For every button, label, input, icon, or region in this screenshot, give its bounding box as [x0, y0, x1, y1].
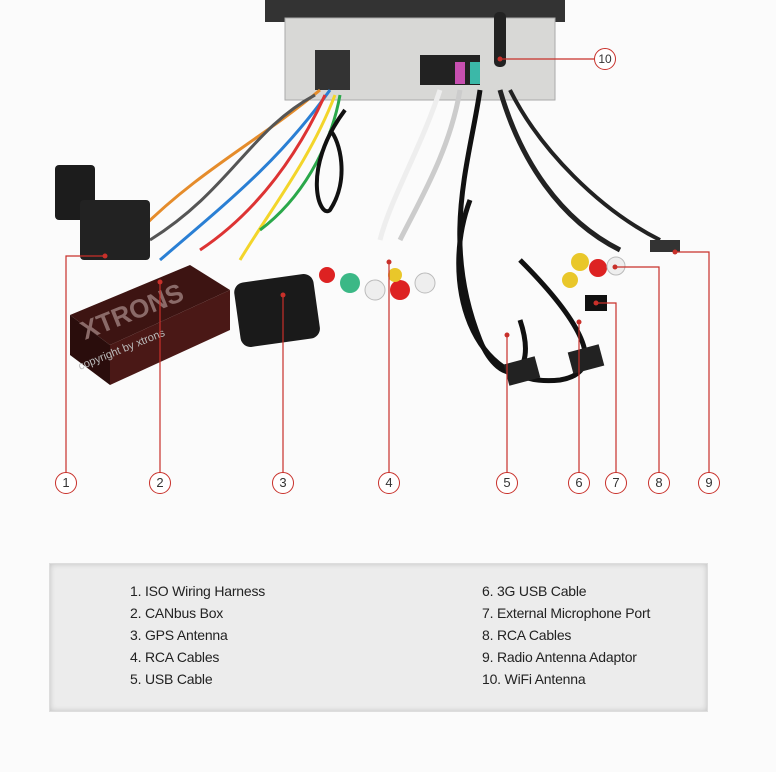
legend-box: 1. ISO Wiring Harness 2. CANbus Box 3. G… [49, 563, 708, 712]
product-photo: XTRONS copyright by xtrons [55, 0, 710, 473]
legend-item: 8. RCA Cables [482, 627, 572, 643]
legend-item: 10. WiFi Antenna [482, 671, 586, 687]
legend-left-column: 1. ISO Wiring Harness 2. CANbus Box 3. G… [130, 580, 265, 690]
callout-10: 10 [594, 48, 616, 70]
gps-antenna [234, 274, 320, 347]
legend-item: 1. ISO Wiring Harness [130, 583, 266, 599]
callout-9: 9 [698, 472, 720, 494]
callout-1: 1 [55, 472, 77, 494]
callout-3: 3 [272, 472, 294, 494]
callout-8: 8 [648, 472, 670, 494]
callout-7: 7 [605, 472, 627, 494]
legend-item: 4. RCA Cables [130, 649, 220, 665]
legend-item: 9. Radio Antenna Adaptor [482, 649, 637, 665]
usb-connectors [503, 344, 605, 386]
canbus-box: XTRONS copyright by xtrons [70, 265, 230, 385]
rca-cables-right [562, 253, 626, 288]
callout-lines [65, 58, 710, 473]
callout-2: 2 [149, 472, 171, 494]
cable-bundle [138, 88, 661, 384]
wifi-antenna [494, 12, 506, 67]
legend-right-column: 6. 3G USB Cable 7. External Microphone P… [482, 580, 650, 690]
legend-item: 2. CANbus Box [130, 605, 224, 621]
legend-item: 7. External Microphone Port [482, 605, 651, 621]
legend-item: 6. 3G USB Cable [482, 583, 587, 599]
rca-cables [319, 267, 436, 301]
legend-item: 5. USB Cable [130, 671, 213, 687]
callout-5: 5 [496, 472, 518, 494]
callout-6: 6 [568, 472, 590, 494]
callout-4: 4 [378, 472, 400, 494]
iso-wiring-harness [55, 165, 150, 260]
radio-antenna-adaptor [650, 240, 680, 252]
legend-item: 3. GPS Antenna [130, 627, 228, 643]
head-unit [265, 0, 565, 101]
